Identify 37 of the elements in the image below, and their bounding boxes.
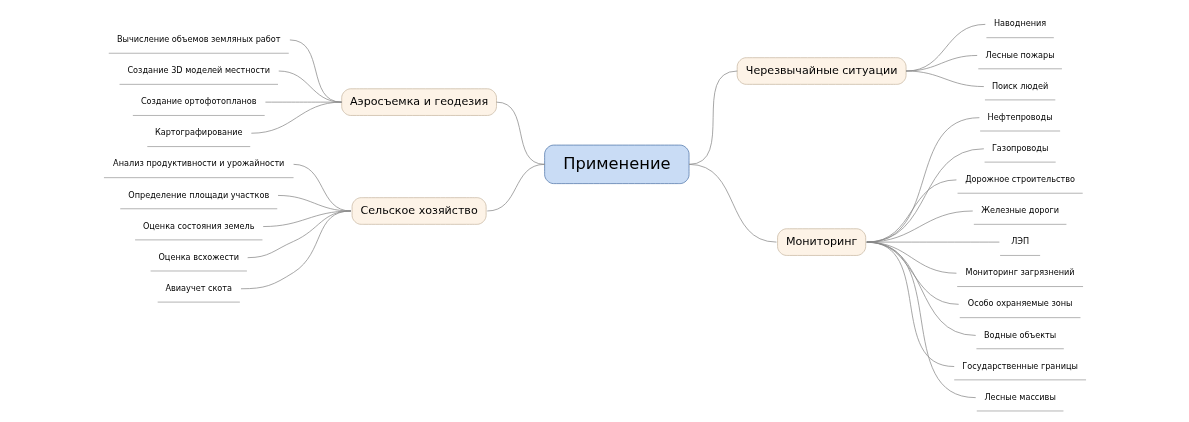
node-text: Наводнения bbox=[993, 18, 1046, 29]
node-text: Лесные массивы bbox=[983, 391, 1056, 402]
node-text: Создание 3D моделей местности bbox=[126, 65, 270, 76]
node-text: Нефтепроводы bbox=[987, 111, 1053, 122]
node-text: Водные объекты bbox=[983, 329, 1056, 340]
connector bbox=[240, 210, 351, 290]
node-box: Сельское хозяйство bbox=[351, 197, 486, 225]
connector bbox=[688, 163, 777, 243]
connector bbox=[486, 163, 545, 212]
connector bbox=[246, 210, 351, 259]
connector bbox=[264, 101, 342, 103]
node-text: Авиаучет скота bbox=[164, 282, 232, 293]
node-text: ЛЭП bbox=[1010, 236, 1029, 247]
node-box: Мониторинг bbox=[776, 228, 866, 256]
node-text: Железные дороги bbox=[980, 205, 1059, 216]
node-text: Анализ продуктивности и урожайности bbox=[112, 158, 284, 169]
node-text: Определение площади участков bbox=[127, 189, 269, 200]
node-text: Особо охраняемые зоны bbox=[967, 298, 1072, 309]
node-text: Государственные границы bbox=[961, 360, 1078, 371]
node-text: Поиск людей bbox=[991, 80, 1048, 91]
node-text: Создание ортофотопланов bbox=[140, 96, 257, 107]
node-text: Вычисление объемов земляных работ bbox=[116, 33, 281, 44]
node-box: Черезвычайные ситуации bbox=[736, 57, 906, 85]
connector bbox=[495, 101, 545, 165]
connector bbox=[865, 241, 976, 398]
node-text: Дорожное строительство bbox=[964, 173, 1075, 184]
connector bbox=[277, 195, 351, 212]
node-box: Аэросъемка и геодезия bbox=[340, 88, 497, 116]
node-text: Лесные пожары bbox=[985, 49, 1055, 60]
node-text: Картографирование bbox=[154, 127, 243, 138]
node-text: Оценка состояния земель bbox=[142, 220, 255, 231]
node-text: Газопроводы bbox=[991, 142, 1048, 153]
node-box: Применение bbox=[543, 144, 689, 184]
connector bbox=[905, 70, 984, 87]
node-text: Мониторинг загрязнений bbox=[965, 267, 1075, 278]
node-text: Оценка всхожести bbox=[157, 251, 239, 262]
connector bbox=[250, 101, 342, 134]
